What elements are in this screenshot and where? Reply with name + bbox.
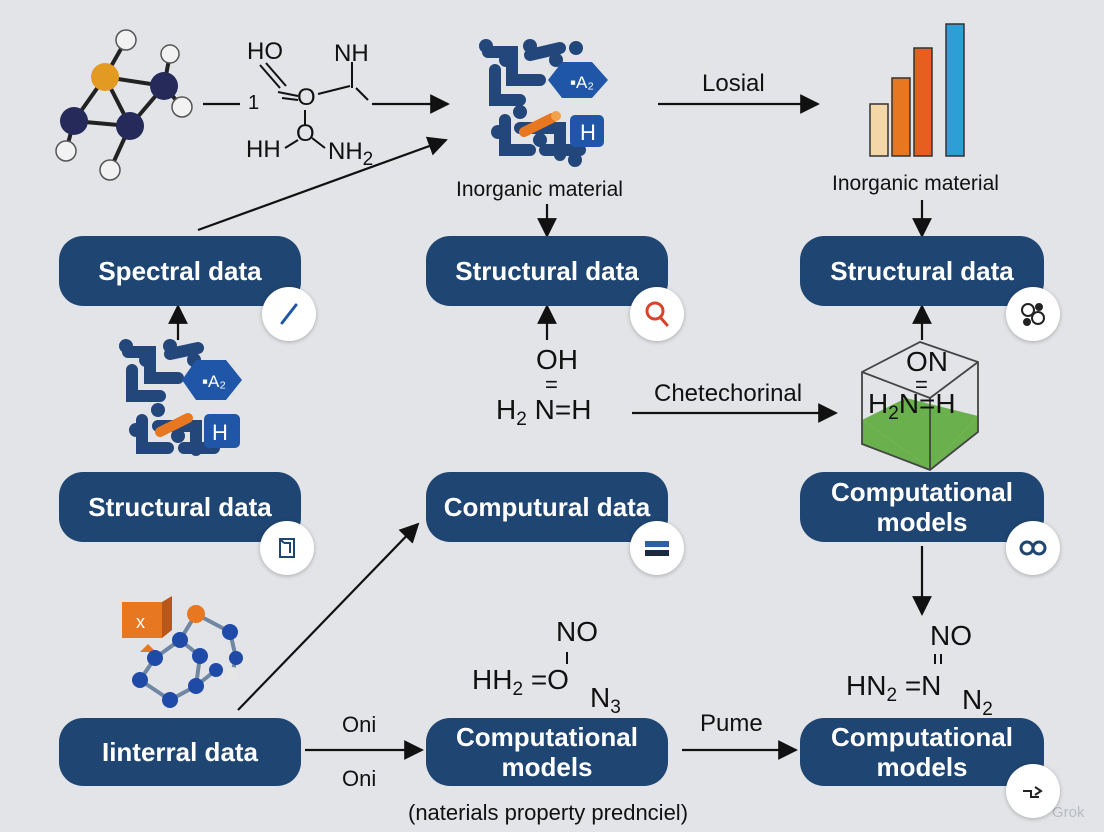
formula-bottom-hh: HH2 =O <box>472 664 569 700</box>
node-computational-models-bottom-right-label: Computational models <box>831 722 1013 782</box>
infinity-icon[interactable] <box>1006 521 1060 575</box>
svg-text:x: x <box>136 612 145 632</box>
svg-text:▪A₂: ▪A₂ <box>202 372 226 391</box>
node-spectral-data-label: Spectral data <box>98 256 262 286</box>
formula-label-one: 1 <box>248 92 260 114</box>
cube-graphic <box>861 341 979 472</box>
molecule-ball-stick-icon <box>55 29 193 181</box>
diagram-caption: (naterials property prednciel) <box>408 800 689 825</box>
arrow-label-oni-bottom: Oni <box>342 766 377 791</box>
svg-text:H: H <box>580 120 596 145</box>
inorganic-material-icon: ▪A₂ H <box>479 39 608 167</box>
node-structural-data-mid[interactable]: Structural data <box>426 236 668 306</box>
formula-cube-bond: = <box>915 372 928 397</box>
molecule-network-icon: x <box>122 596 243 708</box>
inorganic-material-label-right: Inorganic material <box>832 172 999 195</box>
arrow-label-pume: Pume <box>700 710 763 737</box>
formula-bottom-right-no: NO <box>930 620 972 651</box>
node-interral-data[interactable]: Iinterral data <box>59 718 301 786</box>
formula-bonds-bottom <box>566 652 942 664</box>
node-structural-data-right-label: Structural data <box>830 256 1014 286</box>
cube-badge-icon[interactable] <box>260 521 314 575</box>
flow-arrow-icon[interactable] <box>1006 764 1060 818</box>
bar-chart-icon <box>869 23 965 157</box>
formula-bottom-n3: N3 <box>590 682 621 718</box>
formula-bottom-no: NO <box>556 616 598 647</box>
pen-line-icon[interactable] <box>262 287 316 341</box>
node-structural-data-right[interactable]: Structural data <box>800 236 1044 306</box>
node-interral-data-label: Iinterral data <box>101 737 259 767</box>
formula-label-o: O <box>297 84 316 111</box>
layers-icon[interactable] <box>630 521 684 575</box>
formula-label-nh2: NH2 <box>328 138 374 170</box>
watermark: Grok <box>1052 804 1085 821</box>
formula-bonds-top-left <box>259 62 369 149</box>
node-computational-models-bottom-mid[interactable]: Computational models <box>426 718 668 786</box>
formula-oh: OH <box>536 344 578 375</box>
formula-h2n: H2 N=H <box>496 394 592 430</box>
connector-arrows <box>168 94 932 760</box>
arrow-label-chetechorinal: Chetechorinal <box>654 380 803 407</box>
formula-label-hh: HH <box>246 136 281 163</box>
node-computational-models-right[interactable]: Computational models <box>800 472 1044 542</box>
svg-text:▪A₂: ▪A₂ <box>570 73 594 92</box>
inorganic-material-label-mid: Inorganic material <box>456 178 623 201</box>
inorganic-material-icon-left: ▪A₂ H <box>119 339 242 456</box>
node-structural-data-left[interactable]: Structural data <box>59 472 301 542</box>
node-computational-models-right-label: Computational models <box>831 477 1013 537</box>
node-computural-data-label: Computural data <box>443 492 651 522</box>
node-computural-data[interactable]: Computural data <box>426 472 668 542</box>
node-spectral-data[interactable]: Spectral data <box>59 236 301 306</box>
node-structural-data-left-label: Structural data <box>88 492 272 522</box>
node-computational-models-bottom-mid-label: Computational models <box>456 722 638 782</box>
formula-cube-on: ON <box>906 346 948 377</box>
node-structural-data-mid-label: Structural data <box>455 256 639 286</box>
formula-cube-h2n: H2N=H <box>868 388 956 424</box>
formula-label-o2: O <box>296 120 315 147</box>
node-computational-models-bottom-right[interactable]: Computational models <box>800 718 1044 786</box>
formula-bottom-right-n2: N2 <box>962 684 993 720</box>
formula-label-ho: HO <box>247 38 283 65</box>
molecule-badge-icon[interactable] <box>1006 287 1060 341</box>
formula-label-nh: NH <box>334 40 369 67</box>
arrow-label-oni-top: Oni <box>342 712 377 737</box>
arrow-interral-to-computural <box>237 522 420 711</box>
magnifier-icon[interactable] <box>630 287 684 341</box>
svg-text:H: H <box>212 420 228 445</box>
arrow-label-losial: Losial <box>702 70 765 97</box>
formula-bottom-right-hn: HN2 =N <box>846 670 942 706</box>
arrow-spectral-to-material <box>197 136 448 232</box>
formula-oh-bond: = <box>545 372 558 397</box>
